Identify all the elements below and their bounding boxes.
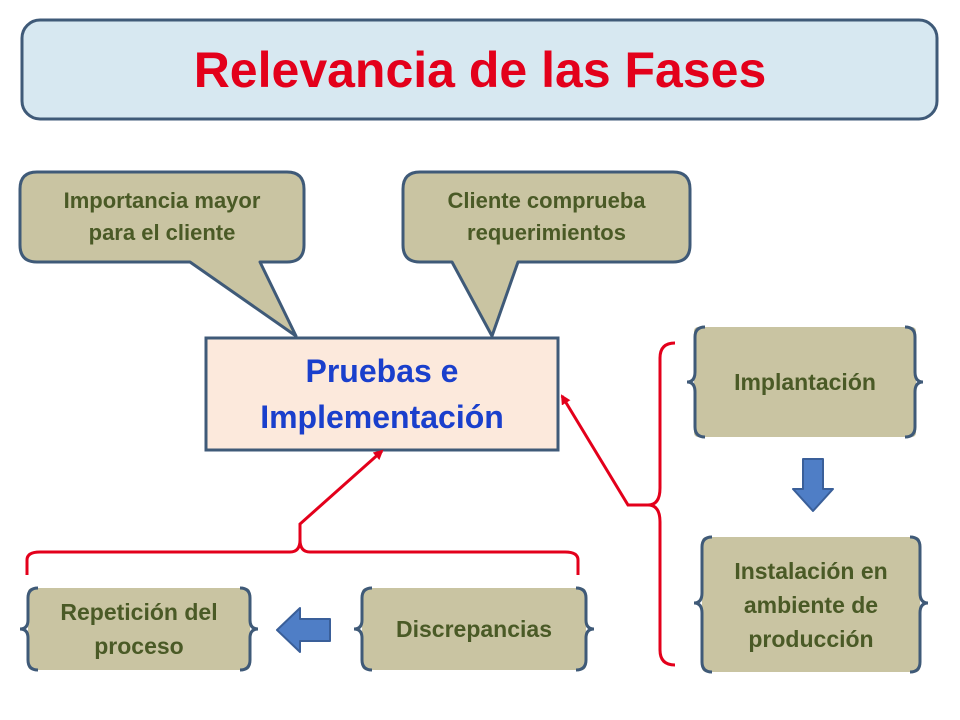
page-title: Relevancia de las Fases (193, 42, 767, 98)
center-title: Pruebas e Implementación (260, 353, 504, 435)
down-arrow-icon (792, 458, 834, 512)
discrepancias-text: Discrepancias (396, 616, 552, 642)
callout-cliente-text: Cliente comprueba requerimientos (447, 188, 646, 245)
bottom-group-brace (25, 539, 580, 575)
callout-importancia-text: Importancia mayor para el cliente (63, 188, 261, 245)
box-implantacion (686, 325, 924, 439)
implantacion-text: Implantación (734, 369, 876, 395)
callout-importancia-bubble (18, 170, 306, 338)
box-instalacion (693, 535, 929, 674)
box-repeticion (19, 586, 259, 672)
callout-cliente-bubble (401, 170, 692, 338)
right-group-brace (647, 341, 676, 667)
left-arrow-icon (276, 607, 331, 653)
box-discrepancias (353, 586, 595, 672)
repeticion-text: Repetición del proceso (60, 599, 218, 659)
instalacion-text: Instalación en ambiente de producción (734, 558, 888, 652)
right-connector-arrow (560, 394, 648, 507)
bottom-connector-arrow (298, 449, 384, 540)
title-banner (20, 18, 939, 121)
center-box (204, 336, 560, 452)
